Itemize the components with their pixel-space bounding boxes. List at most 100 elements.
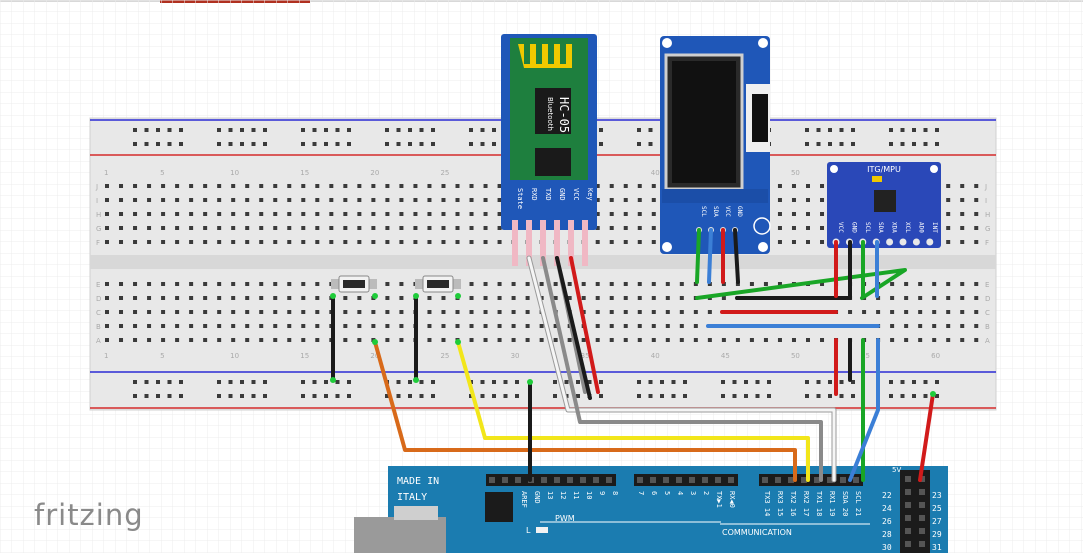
arduino-pin-socket bbox=[593, 477, 599, 483]
breadboard-hole bbox=[231, 296, 236, 300]
breadboard-hole bbox=[637, 338, 642, 342]
wire-black-oled-gnd[interactable] bbox=[733, 228, 740, 284]
breadboard-hole bbox=[347, 394, 351, 398]
breadboard-hole bbox=[245, 240, 250, 244]
breadboard-hole bbox=[329, 212, 334, 216]
arduino-pin-label: RX3 15 bbox=[776, 491, 784, 516]
breadboard-hole bbox=[816, 128, 821, 132]
breadboard-hole bbox=[890, 296, 895, 300]
breadboard-row-label: J bbox=[95, 183, 98, 191]
breadboard-hole bbox=[301, 226, 306, 230]
breadboard-hole bbox=[231, 338, 236, 342]
breadboard-hole bbox=[231, 310, 236, 314]
breadboard-hole bbox=[637, 282, 642, 286]
breadboard-hole bbox=[648, 128, 653, 132]
breadboard-hole bbox=[567, 282, 572, 286]
breadboard-hole bbox=[820, 338, 825, 342]
breadboard-hole bbox=[287, 198, 292, 202]
breadboard-hole bbox=[329, 184, 334, 188]
breadboard-hole bbox=[974, 240, 979, 244]
breadboard-hole bbox=[763, 282, 768, 286]
breadboard-hole bbox=[553, 394, 557, 398]
breadboard-hole bbox=[343, 184, 348, 188]
breadboard-hole bbox=[343, 310, 348, 314]
arduino-l-led bbox=[536, 527, 548, 533]
breadboard-hole bbox=[144, 380, 149, 384]
wire-white-hc05[interactable] bbox=[527, 256, 836, 482]
arduino-pin-label: 4 bbox=[676, 491, 684, 495]
breadboard-hole bbox=[637, 142, 641, 146]
hc05-pin bbox=[568, 220, 574, 266]
wire-blue-oled-sda[interactable] bbox=[707, 228, 713, 284]
breadboard-hole bbox=[806, 198, 810, 202]
breadboard-hole bbox=[231, 198, 236, 202]
breadboard-hole bbox=[441, 184, 446, 188]
breadboard-hole bbox=[974, 212, 979, 216]
breadboard-hole bbox=[343, 338, 348, 342]
arduino-icsp-header bbox=[485, 492, 513, 522]
arduino-pin-label: GND bbox=[533, 491, 541, 504]
breadboard-hole bbox=[923, 394, 928, 398]
breadboard-hole bbox=[483, 282, 488, 286]
arduino-pin-socket bbox=[580, 477, 586, 483]
arduino-pin-socket bbox=[919, 515, 925, 521]
push-button-1[interactable] bbox=[331, 275, 377, 293]
breadboard-hole bbox=[357, 324, 362, 328]
breadboard-hole bbox=[637, 380, 641, 384]
hc05-pin-label: TXD bbox=[544, 188, 552, 201]
breadboard-hole bbox=[343, 226, 348, 230]
arduino-pin-label: SDA 20 bbox=[841, 491, 849, 516]
arduino-right-pin-number: 26 bbox=[882, 517, 892, 526]
breadboard-hole bbox=[427, 296, 432, 300]
arduino-pin-socket bbox=[515, 477, 521, 483]
wire-red-hc05[interactable] bbox=[569, 256, 600, 394]
hc05-pin bbox=[554, 220, 560, 266]
wire-black-hc05[interactable] bbox=[555, 256, 592, 400]
wire-red-5v[interactable] bbox=[918, 392, 935, 482]
wire-green-oled-scl[interactable] bbox=[695, 228, 701, 284]
breadboard-hole bbox=[539, 324, 544, 328]
breadboard-hole bbox=[469, 142, 473, 146]
breadboard-hole bbox=[960, 296, 965, 300]
breadboard-hole bbox=[483, 324, 488, 328]
breadboard-hole bbox=[839, 380, 844, 384]
breadboard-hole bbox=[175, 240, 180, 244]
wire-blue-to-sda20[interactable] bbox=[848, 338, 880, 482]
breadboard-hole bbox=[419, 142, 424, 146]
breadboard-column-label: 40 bbox=[651, 169, 660, 177]
wire-yellow-button2-to-arduino[interactable] bbox=[456, 340, 810, 482]
wire-gray-hc05[interactable] bbox=[541, 256, 823, 482]
wires[interactable] bbox=[330, 228, 936, 483]
breadboard-hole bbox=[357, 338, 362, 342]
breadboard-hole bbox=[399, 296, 404, 300]
breadboard-hole bbox=[648, 142, 653, 146]
breadboard-hole bbox=[755, 380, 760, 384]
breadboard-hole bbox=[637, 240, 642, 244]
breadboard-hole bbox=[273, 226, 278, 230]
breadboard-hole bbox=[805, 380, 809, 384]
breadboard-hole bbox=[595, 198, 600, 202]
push-button-2[interactable] bbox=[415, 275, 461, 293]
arduino-pin-label: TX1 18 bbox=[815, 491, 823, 516]
breadboard-hole bbox=[707, 282, 712, 286]
breadboard-hole bbox=[431, 142, 435, 146]
breadboard-hole bbox=[511, 296, 516, 300]
breadboard-hole bbox=[259, 296, 264, 300]
breadboard-column-label: 10 bbox=[230, 352, 239, 360]
wire-orange-button1-to-arduino[interactable] bbox=[373, 340, 797, 482]
breadboard-hole bbox=[623, 212, 628, 216]
arduino-right-pin-number: 27 bbox=[932, 517, 942, 526]
breadboard-hole bbox=[147, 184, 152, 188]
breadboard-hole bbox=[918, 310, 923, 314]
breadboard-hole bbox=[175, 338, 180, 342]
breadboard-hole bbox=[839, 128, 844, 132]
mpu-pin-label: GND bbox=[850, 222, 857, 233]
breadboard-hole bbox=[147, 212, 152, 216]
breadboard-hole bbox=[441, 198, 446, 202]
oled-connector bbox=[752, 94, 768, 142]
